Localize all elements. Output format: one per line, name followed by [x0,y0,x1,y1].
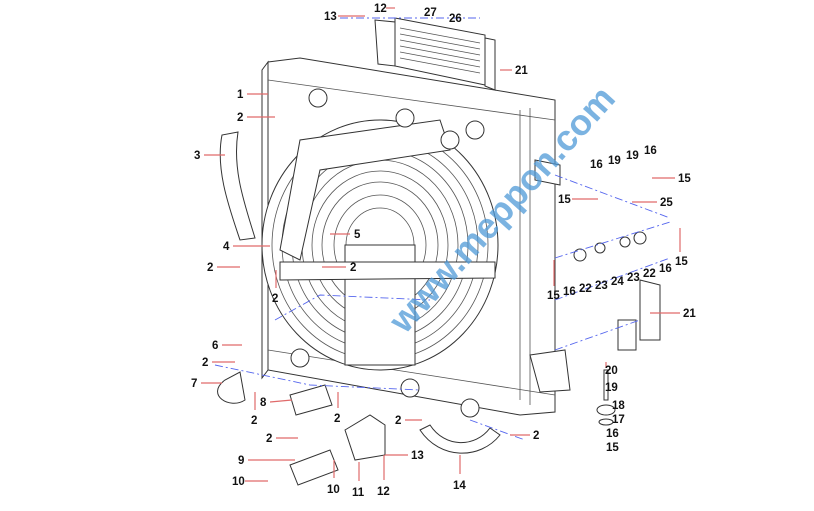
callout-2: 2 [251,415,257,427]
callout-19: 19 [605,382,618,394]
callout-15: 15 [547,290,560,302]
callout-12: 12 [377,486,390,498]
callout-20: 20 [605,365,618,377]
callout-13: 13 [324,11,337,23]
callout-16: 16 [606,428,619,440]
callout-19: 19 [626,150,639,162]
callout-15: 15 [606,442,619,454]
callout-22: 22 [579,283,592,295]
callout-6: 6 [212,340,218,352]
callout-17: 17 [612,414,625,426]
callout-16: 16 [659,263,672,275]
callout-3: 3 [194,150,200,162]
callout-2: 2 [334,413,340,425]
leader-lines [201,7,681,482]
callout-22: 22 [643,268,656,280]
callout-7: 7 [191,378,197,390]
callout-27: 27 [424,7,437,19]
callout-24: 24 [611,276,624,288]
hardware [529,159,647,426]
callout-15: 15 [678,173,691,185]
callout-2: 2 [237,112,243,124]
centerlines [214,17,671,441]
callout-16: 16 [644,145,657,157]
callout-15: 15 [558,194,571,206]
callout-1: 1 [237,89,244,101]
callout-16: 16 [590,159,603,171]
callout-11: 11 [352,487,365,499]
callout-2: 2 [533,430,539,442]
fan-guard [261,119,499,371]
hoses [217,131,661,486]
callout-23: 23 [595,280,608,292]
callout-25: 25 [660,197,673,209]
callout-2: 2 [272,293,278,305]
callout-8: 8 [260,397,267,409]
callout-2: 2 [395,415,401,427]
callout-10: 10 [327,484,340,496]
callout-18: 18 [612,400,625,412]
callout-21: 21 [683,308,696,320]
callout-15: 15 [675,256,688,268]
callout-2: 2 [202,357,208,369]
callout-2: 2 [207,262,213,274]
callout-14: 14 [453,480,466,492]
callout-19: 19 [608,155,621,167]
callout-12: 12 [374,3,387,15]
callout-labels: 13 12 27 26 21 1 2 3 4 5 2 2 2 6 2 7 8 2… [191,3,696,499]
callout-5: 5 [354,229,361,241]
callout-2: 2 [350,262,356,274]
callout-4: 4 [223,241,230,253]
tank-pipes [290,88,485,418]
callout-10: 10 [232,476,245,488]
oil-cooler [374,17,496,91]
callout-13: 13 [411,450,424,462]
callout-2: 2 [266,433,272,445]
callout-9: 9 [238,455,244,467]
callout-23: 23 [627,272,640,284]
callout-26: 26 [449,13,462,25]
callout-16: 16 [563,286,576,298]
callout-21: 21 [515,65,528,77]
